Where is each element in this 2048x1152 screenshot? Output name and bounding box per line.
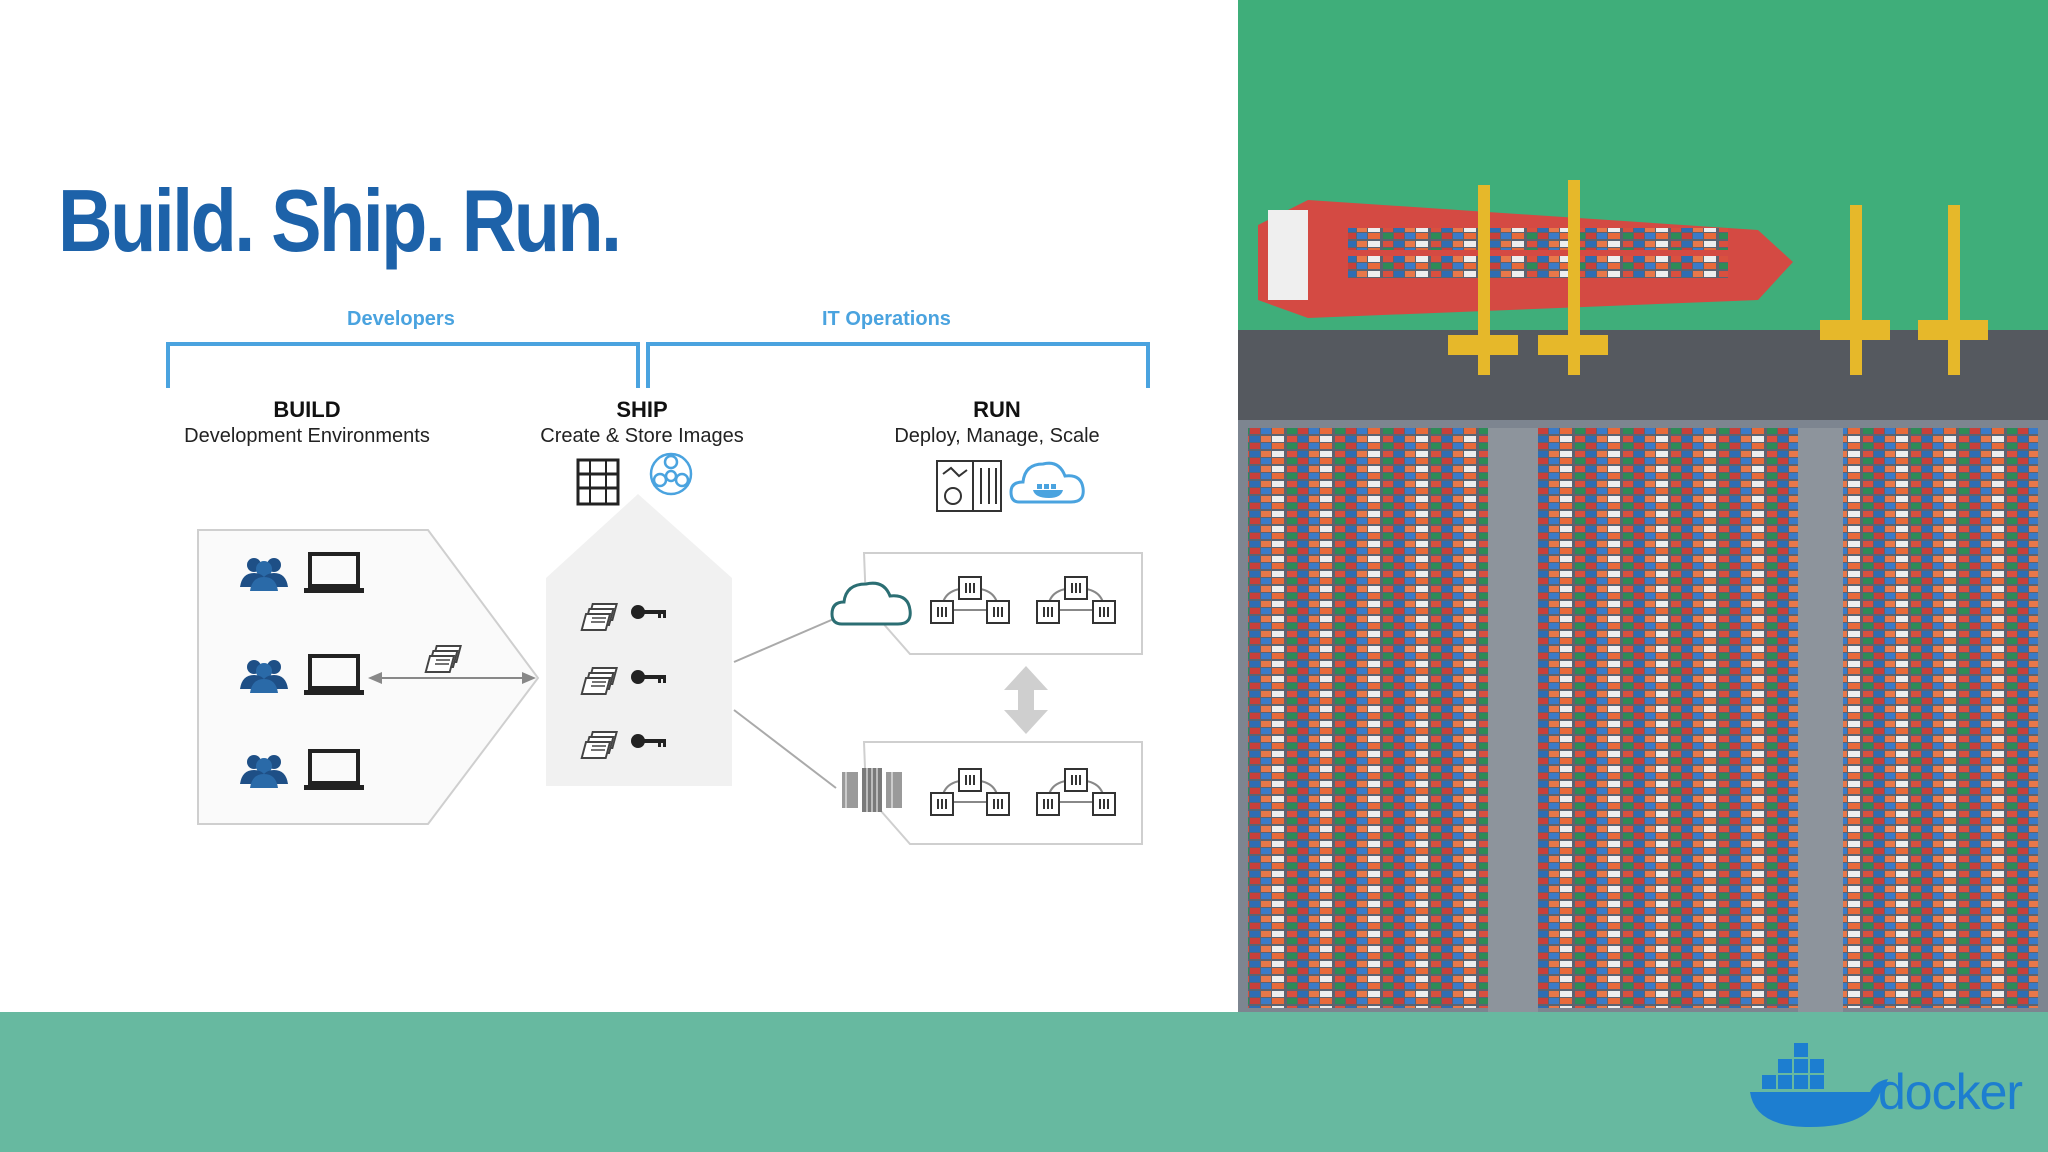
- container-port-photo: [1238, 0, 2048, 1012]
- it-operations-bracket: [646, 342, 1150, 388]
- workflow-diagram: [166, 342, 1150, 845]
- it-operations-label: IT Operations: [822, 308, 951, 330]
- build-subtitle: Development Environments: [184, 425, 430, 447]
- port-aerial-image: [1238, 0, 2048, 1012]
- cloud-icon: [830, 581, 912, 626]
- run-subtitle: Deploy, Manage, Scale: [894, 425, 1100, 447]
- registry-icon: [576, 458, 620, 506]
- docker-cloud-icon: [1009, 461, 1085, 504]
- ship-area: [546, 494, 732, 786]
- docker-wordmark: docker: [1878, 1064, 2023, 1120]
- ship-subtitle: Create & Store Images: [540, 425, 744, 447]
- server-icon: [842, 768, 902, 812]
- dashboard-icon: [936, 460, 1002, 512]
- run-heading: RUN: [973, 397, 1021, 422]
- developers-label: Developers: [347, 308, 455, 330]
- slide-title: Build. Ship. Run.: [58, 171, 622, 270]
- footer-bar: docker: [0, 1012, 2048, 1152]
- build-area: [197, 529, 540, 825]
- slide-content: Build. Ship. Run. Developers IT Operatio…: [58, 171, 1150, 845]
- ship-heading: SHIP: [616, 397, 668, 422]
- scale-arrow-icon: [1004, 666, 1048, 734]
- build-heading: BUILD: [273, 397, 341, 422]
- developers-bracket: [166, 342, 640, 388]
- docker-whale-icon: [1750, 1043, 1888, 1127]
- hub-icon: [649, 452, 693, 496]
